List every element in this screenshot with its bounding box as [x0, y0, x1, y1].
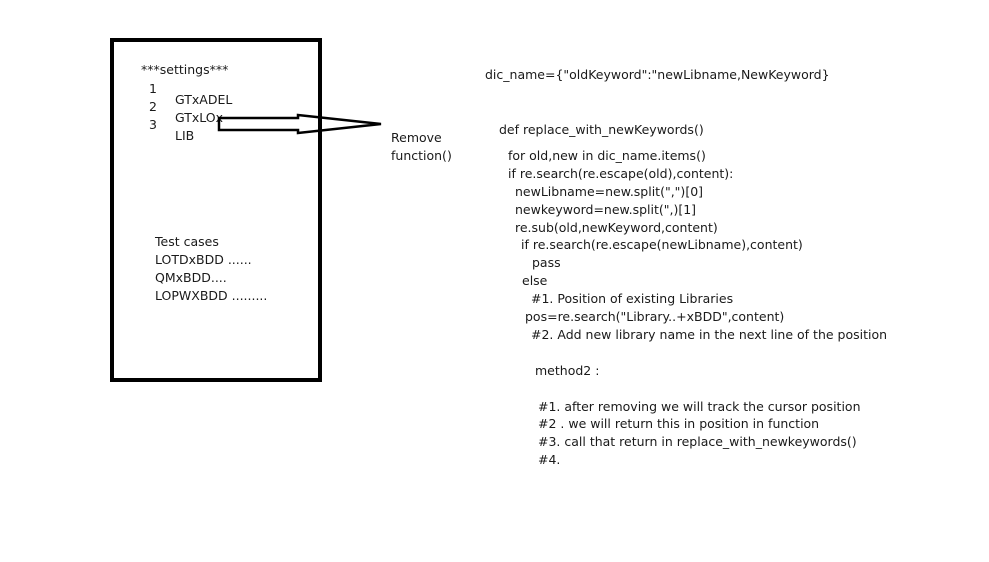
- testcase-item: LOPWXBDD .........: [155, 288, 268, 303]
- settings-heading: ***settings***: [141, 62, 229, 77]
- code-line: #1. after removing we will track the cur…: [538, 399, 861, 414]
- arrow-label: Remove: [391, 130, 442, 145]
- settings-item: LIB: [175, 128, 195, 143]
- line-number: 3: [149, 117, 157, 132]
- settings-box: [110, 38, 322, 382]
- code-line: re.sub(old,newKeyword,content): [515, 220, 718, 235]
- settings-item: GTxLOx: [175, 110, 224, 125]
- code-line: newkeyword=new.split(",)[1]: [515, 202, 697, 217]
- code-line: #4.: [538, 452, 561, 467]
- code-line: #1. Position of existing Libraries: [531, 291, 734, 306]
- code-line: pass: [532, 255, 561, 270]
- code-line: for old,new in dic_name.items(): [508, 148, 706, 163]
- arrow-label: function(): [391, 148, 452, 163]
- code-line: method2 :: [535, 363, 600, 378]
- line-number: 2: [149, 99, 157, 114]
- testcase-item: QMxBDD....: [155, 270, 227, 285]
- settings-item: GTxADEL: [175, 92, 233, 107]
- code-line: #2. Add new library name in the next lin…: [531, 327, 888, 342]
- line-number: 1: [149, 81, 157, 96]
- code-line: #2 . we will return this in position in …: [538, 416, 820, 431]
- code-line: def replace_with_newKeywords(): [499, 122, 704, 137]
- testcase-item: LOTDxBDD ......: [155, 252, 252, 267]
- code-line: #3. call that return in replace_with_new…: [538, 434, 857, 449]
- code-line: pos=re.search("Library..+xBDD",content): [525, 309, 785, 324]
- dict-definition: dic_name={"oldKeyword":"newLibname,NewKe…: [485, 67, 830, 82]
- code-line: if re.search(re.escape(old),content):: [508, 166, 734, 181]
- code-line: if re.search(re.escape(newLibname),conte…: [521, 237, 803, 252]
- code-line: else: [522, 273, 548, 288]
- code-line: newLibname=new.split(",")[0]: [515, 184, 704, 199]
- testcases-heading: Test cases: [155, 234, 219, 249]
